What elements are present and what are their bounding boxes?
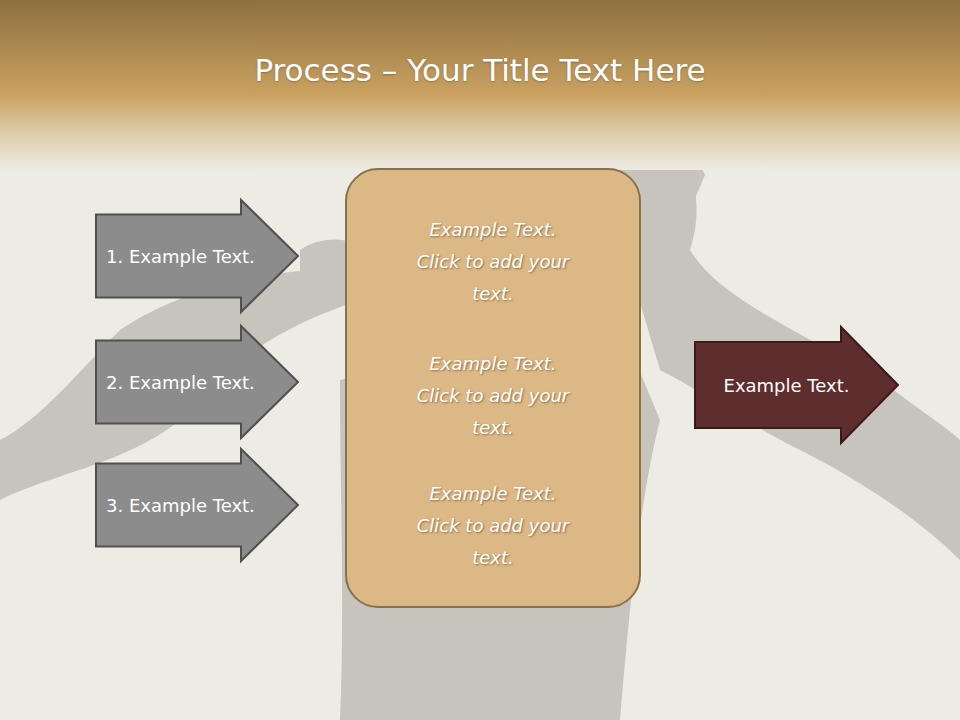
shape-fill [96,449,298,561]
arrow-shape: 1. Example Text. [96,200,298,312]
arrow-label: 2. Example Text. [106,372,255,393]
box-text: Example Text. Click to add your text. [345,348,641,444]
shape-fill [695,327,898,443]
slide-title: Process – Your Title Text Here [0,52,960,88]
arrow-shape: 2. Example Text. [96,326,298,438]
content-box: Example Text. Click to add your text. Exa… [345,168,641,608]
person-silhouette [0,120,960,720]
arrow-shape: 3. Example Text. [96,449,298,561]
shape-fill [96,326,298,438]
shape-fill [96,200,298,312]
box-text: Example Text. Click to add your text. [345,478,641,574]
shape-fill [346,169,640,607]
arrow-label: 1. Example Text. [106,246,255,267]
arrow-label: 3. Example Text. [106,495,255,516]
box-text: Example Text. Click to add your text. [345,214,641,310]
arrow-shape: Example Text. [695,327,898,443]
arrow-label: Example Text. [724,375,850,396]
